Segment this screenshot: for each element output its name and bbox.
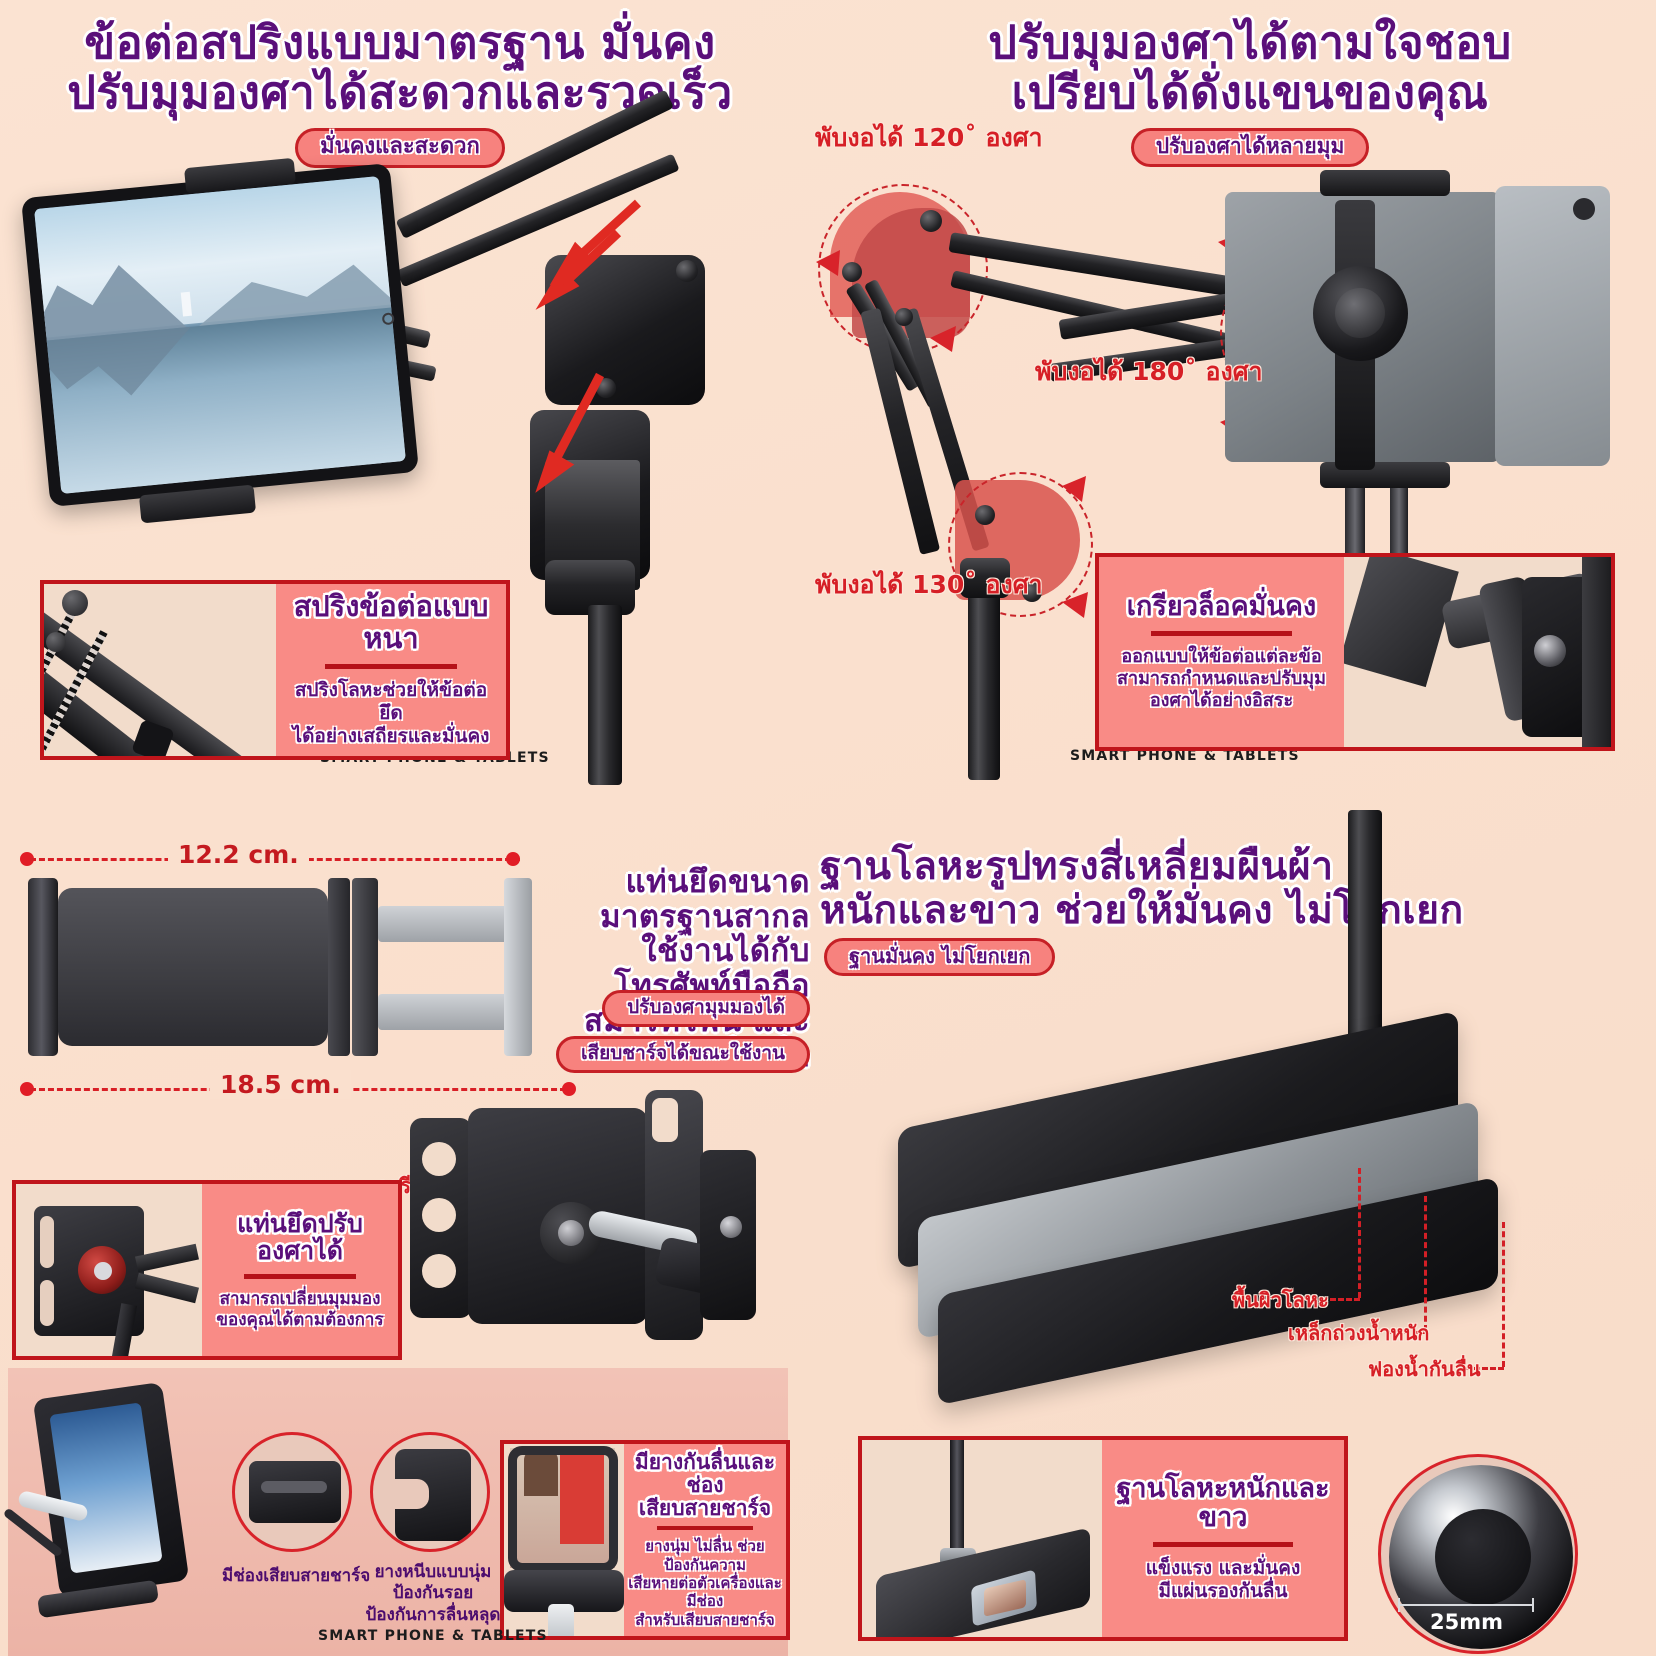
dim-bottom-group: 18.5 cm.: [20, 1070, 580, 1102]
metal-base-title: ฐานโลหะหนักและขาว: [1116, 1472, 1330, 1534]
spring-callout-title: สปริงข้อต่อแบบหนา: [293, 589, 489, 656]
tube-dimension-label: 25mm: [1430, 1610, 1503, 1634]
brand-label-bottom-left: SMART PHONE & TABLETS: [318, 1628, 548, 1644]
divider: [1152, 1542, 1294, 1548]
tube-dimension-group: 25mm: [1398, 1598, 1548, 1638]
divider: [1150, 630, 1293, 636]
top-right-badge[interactable]: ปรับองศาได้หลายมุม: [1130, 128, 1370, 167]
screw-lock-text: เกรียวล็อคมั่นคง ออกแบบให้ข้อต่อแต่ละข้อ…: [1099, 557, 1344, 747]
divider: [657, 1526, 753, 1531]
screw-lock-callout: เกรียวล็อคมั่นคง ออกแบบให้ข้อต่อแต่ละข้อ…: [1095, 553, 1615, 751]
screw-lock-photo: [1344, 557, 1611, 747]
holder-adjust-body: สามารถเปลี่ยนมุมมอง ของคุณได้ตามต้องการ: [216, 1288, 384, 1330]
spring-callout-text: สปริงข้อต่อแบบหนา สปริงโลหะช่วยให้ข้อต่อ…: [276, 584, 506, 756]
holder-adjust-text: แท่นยึดปรับองศาได้ สามารถเปลี่ยนมุมมอง ข…: [202, 1184, 398, 1356]
spring-photo: [44, 584, 276, 756]
spring-callout: สปริงข้อต่อแบบหนา สปริงโลหะช่วยให้ข้อต่อ…: [40, 580, 510, 760]
angle-label-130: พับงอได้ 130˚ องศา: [815, 570, 1043, 599]
screw-lock-body: ออกแบบให้ข้อต่อแต่ละข้อ สามารถกำหนดและปร…: [1116, 645, 1327, 711]
anti-slip-callout: มียางกันลื่นและช่อง เสียบสายชาร์จ ยางนุ่…: [500, 1440, 790, 1640]
charging-port-caption: มีช่องเสียบสายชาร์จ: [222, 1566, 371, 1586]
holder-adjust-callout: แท่นยึดปรับองศาได้ สามารถเปลี่ยนมุมมอง ข…: [12, 1180, 402, 1360]
brand-label-top-right: SMART PHONE & TABLETS: [1070, 748, 1300, 764]
mid-right-badge-wrap: ฐานมั่นคง ไม่โยกเยก: [824, 938, 1056, 976]
top-left-illustration: SMART PHONE & TABLETS: [0, 89, 800, 785]
mid-left-heading-line1: แท่นยึดขนาดมาตรฐานสากล: [600, 864, 810, 935]
tablet-head-assembly: [1195, 170, 1635, 650]
holder-adjust-title: แท่นยึดปรับองศาได้: [237, 1208, 363, 1266]
divider: [324, 664, 458, 670]
top-right-heading-line1: ปรับมุมองศาได้ตามใจชอบ: [988, 16, 1512, 69]
anti-slip-text: มียางกันลื่นและช่อง เสียบสายชาร์จ ยางนุ่…: [624, 1444, 786, 1636]
layer-label-weight: เหล็กถ่วงน้ำหนัก: [1288, 1321, 1430, 1345]
mid-right-badge[interactable]: ฐานมั่นคง ไม่โยกเยก: [824, 938, 1056, 976]
tablet-device: [20, 162, 420, 508]
dimension-width-label: 12.2 cm.: [168, 840, 309, 869]
metal-base-photo: [862, 1440, 1102, 1637]
dim-top-group: 12.2 cm.: [20, 840, 520, 872]
mid-right-heading-line1: ฐานโลหะรูปทรงสี่เหลี่ยมผืนผ้า: [820, 844, 1334, 889]
phone-cable-photo: [2, 1378, 208, 1646]
tablet-screen: [34, 176, 406, 494]
direction-arrows: [535, 199, 642, 493]
layer-leader-h3: [1466, 1367, 1504, 1370]
layer-leader-3: [1502, 1222, 1505, 1367]
top-right-badge-wrap: ปรับองศาได้หลายมุม: [1030, 128, 1470, 167]
angle-label-180: พับงอได้ 180˚ องศา: [1035, 357, 1263, 386]
layer-label-surface: พื้นผิวโลหะ: [1232, 1288, 1329, 1312]
top-right-illustration: SMART PHONE & TABLETS: [800, 150, 1656, 790]
top-right-heading: ปรับมุมองศาได้ตามใจชอบ เปรียบได้ดั่งแขนข…: [870, 16, 1630, 120]
layer-leader-2: [1424, 1196, 1427, 1331]
mid-left-badge-1[interactable]: ปรับองศามุมมองได้: [602, 990, 810, 1027]
mid-left-badge-2[interactable]: เสียบชาร์จได้ขณะใช้งาน: [555, 1036, 810, 1073]
metal-base-text: ฐานโลหะหนักและขาว แข็งแรง และมั่นคง มีแผ…: [1102, 1440, 1344, 1637]
top-left-badge[interactable]: มั่นคงและสะดวก: [295, 128, 505, 168]
soft-grip-caption: ยางหนีบแบบนุ่ม ป้องกันรอย ป้องกันการลื่น…: [365, 1562, 501, 1625]
angle-dash-130: [948, 472, 1093, 617]
layer-leader-h1: [1322, 1298, 1360, 1301]
metal-base-body: แข็งแรง และมั่นคง มีแผ่นรองกันลื่น: [1145, 1557, 1301, 1603]
top-right-heading-line2: เปรียบได้ดั่งแขนของคุณ: [1011, 66, 1489, 120]
holder-detail-photo: [390, 1090, 760, 1340]
metal-base-callout: ฐานโลหะหนักและขาว แข็งแรง และมั่นคง มีแผ…: [858, 1436, 1348, 1641]
anti-slip-title: มียางกันลื่นและช่อง เสียบสายชาร์จ: [634, 1450, 776, 1521]
layer-leader-h2: [1388, 1331, 1426, 1334]
layer-label-foam: ฟองน้ำกันลื่น: [1368, 1357, 1481, 1381]
angle-label-120: พับงอได้ 120˚ องศา: [815, 123, 1043, 152]
divider: [244, 1273, 356, 1279]
anti-slip-body: ยางนุ่ม ไม่ลื่น ช่วยป้องกันความ เสียหายต…: [628, 1537, 782, 1629]
mid-left-badges: ปรับองศามุมมองได้ เสียบชาร์จได้ขณะใช้งาน: [540, 990, 810, 1073]
dimension-extended-label: 18.5 cm.: [210, 1070, 351, 1099]
anti-slip-photo: [504, 1444, 624, 1636]
top-left-heading: ข้อต่อสปริงแบบมาตรฐาน มั่นคง ปรับมุมองศา…: [20, 16, 780, 119]
charging-port-circle: [232, 1432, 352, 1552]
soft-grip-circle: [370, 1432, 490, 1552]
holder-adjust-photo: [16, 1184, 202, 1356]
holder-top-view: [20, 878, 550, 1058]
screw-lock-title: เกรียวล็อคมั่นคง: [1126, 591, 1317, 623]
tube-cross-section: [1378, 1454, 1578, 1654]
spring-callout-body: สปริงโลหะช่วยให้ข้อต่อยึด ได้อย่างเสถียร…: [292, 679, 490, 748]
top-left-badge-wrap: มั่นคงและสะดวก: [20, 128, 780, 168]
top-left-heading-line1: ข้อต่อสปริงแบบมาตรฐาน มั่นคง: [84, 16, 716, 69]
base-exploded-view: [880, 800, 1600, 1406]
layer-leader-1: [1358, 1168, 1361, 1298]
